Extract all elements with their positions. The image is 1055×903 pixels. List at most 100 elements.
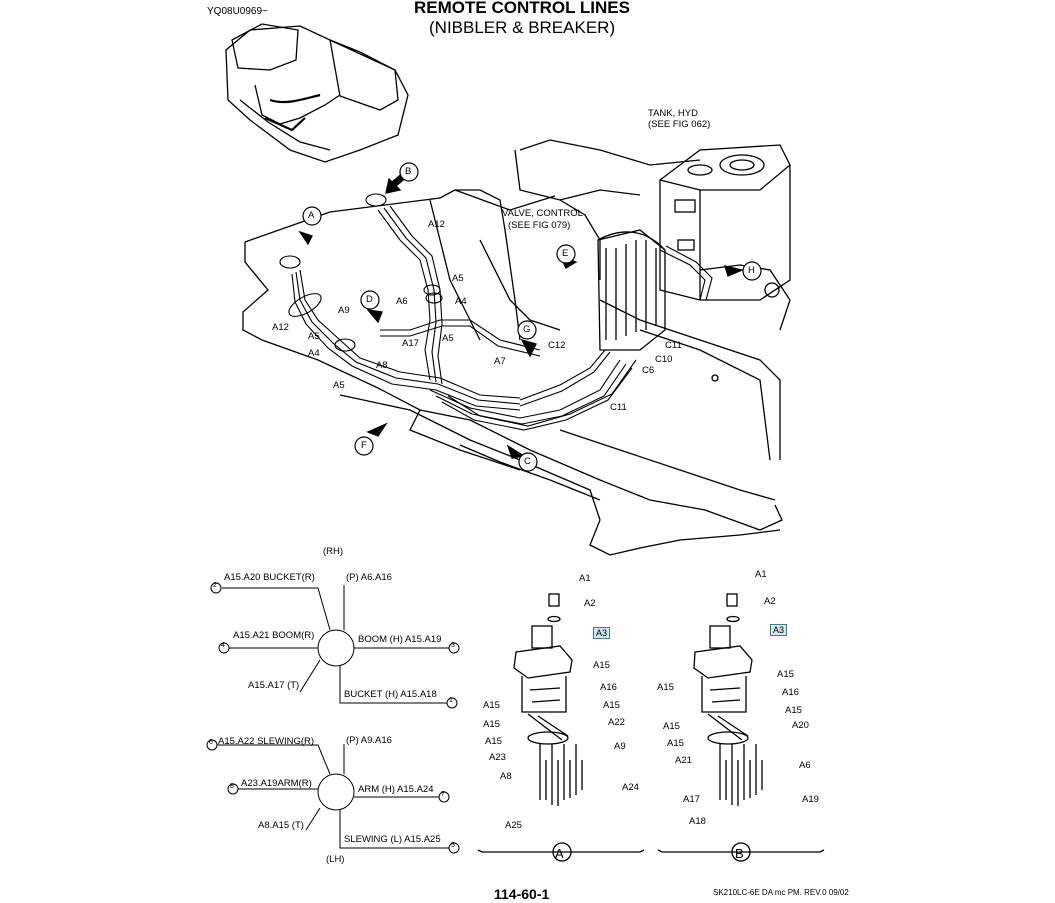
detail-a-label: A15 <box>593 660 610 671</box>
hydraulic-tank <box>659 144 791 382</box>
chassis-outline <box>242 139 791 556</box>
schematic-line-label: BUCKET (H) A15.A18 <box>344 689 437 700</box>
label-a8: A8 <box>376 360 388 371</box>
schematic-number: 8 <box>230 783 234 790</box>
schematic-line-label: BOOM (H) A15.A19 <box>358 634 442 645</box>
detail-b-label: A16 <box>782 687 799 698</box>
detail-a-label: A25 <box>505 820 522 831</box>
detail-a-label-highlight: A3 <box>593 627 611 639</box>
detail-a-label: A16 <box>600 682 617 693</box>
valve-callout-line2: (SEE FIG 079) <box>508 220 571 231</box>
label-a9: A9 <box>338 305 350 316</box>
detail-a-view-letter: A <box>555 846 564 861</box>
schematic-number-circles <box>206 582 460 854</box>
detail-a-label: A9 <box>614 741 626 752</box>
detail-a-label: A15 <box>483 700 500 711</box>
label-c11: C11 <box>610 402 627 413</box>
detail-b-label: A19 <box>802 794 819 805</box>
label-a17: A17 <box>402 338 419 349</box>
view-marker-c: C <box>524 456 531 467</box>
page-subtitle: (NIBBLER & BREAKER) <box>429 18 616 37</box>
schematic-line-label: A15.A21 BOOM(R) <box>233 630 315 641</box>
schematic-line-label: (P) A6.A16 <box>346 572 392 583</box>
schematic-number: 4 <box>221 642 225 649</box>
label-c6: C6 <box>642 365 655 376</box>
label-a6: A6 <box>396 296 408 307</box>
schematic-line-label: A23.A19ARM(R) <box>241 778 312 789</box>
view-marker-d: D <box>366 294 373 305</box>
schematic-number: 1 <box>449 697 453 704</box>
schematic-line-label: ARM (H) A15.A24 <box>358 784 434 795</box>
detail-b-label: A21 <box>675 755 692 766</box>
label-c12: C12 <box>548 340 566 351</box>
page-title: REMOTE CONTROL LINES <box>414 0 630 17</box>
hose-bundles <box>279 193 713 431</box>
schematic-rh-side-label: (RH) <box>323 546 344 557</box>
detail-b-view-letter: B <box>735 846 744 861</box>
schematic-line-label: (P) A9.A16 <box>346 735 392 746</box>
detail-b-label: A2 <box>764 596 776 607</box>
detail-b-label: A15 <box>667 738 684 749</box>
view-marker-h: H <box>748 265 755 276</box>
detail-b-label: A15 <box>785 705 802 716</box>
detail-b-label: A15 <box>657 682 674 693</box>
schematic-number: 3 <box>451 642 455 649</box>
detail-a-pilot-valve <box>477 593 645 862</box>
schematic-number: 6 <box>209 739 213 746</box>
schematic-lh-lines <box>215 744 450 849</box>
detail-b-label: A6 <box>799 760 811 771</box>
detail-b-label: A18 <box>689 816 706 827</box>
doc-id: YQ08U0969~ <box>207 6 268 17</box>
detail-b-label: A1 <box>755 569 767 580</box>
page-number: 114-60-1 <box>494 886 550 902</box>
schematic-number: 2 <box>213 582 217 589</box>
detail-b-pilot-valve <box>657 593 825 862</box>
view-marker-f: F <box>361 440 367 451</box>
tank-callout-line2: (SEE FIG 062) <box>648 119 711 130</box>
detail-b-label: A15 <box>777 669 794 680</box>
detail-a-label: A8 <box>500 771 512 782</box>
schematic-rh-lines <box>222 585 450 704</box>
tank-callout-line1: TANK, HYD <box>648 108 698 119</box>
detail-a-label: A22 <box>608 717 625 728</box>
detail-a-label: A1 <box>579 573 591 584</box>
view-marker-g: G <box>523 324 531 335</box>
label-a7: A7 <box>494 356 506 367</box>
schematic-number: 5 <box>451 842 455 849</box>
label-a4: A4 <box>308 348 320 359</box>
view-marker-circles <box>302 162 762 472</box>
detail-a-label: A15 <box>485 736 502 747</box>
document-reference: SK210LC-6E DA mc PM. REV.0 09/02 <box>713 888 849 897</box>
valve-callout-line1: VALVE, CONTROL <box>502 208 583 219</box>
control-valve-assembly <box>597 229 666 351</box>
schematic-line-label: SLEWING (L) A15.A25 <box>344 834 441 845</box>
detail-b-label: A17 <box>683 794 700 805</box>
label-a5: A5 <box>308 331 320 342</box>
label-a5: A5 <box>442 333 454 344</box>
view-marker-a: A <box>308 210 315 221</box>
detail-b-label: A15 <box>663 721 680 732</box>
schematic-line-label: A15.A22 SLEWING(R) <box>218 736 315 747</box>
label-a5: A5 <box>333 380 345 391</box>
label-a12: A12 <box>428 219 445 230</box>
schematic-line-label: A15.A17 (T) <box>248 680 300 691</box>
view-marker-e: E <box>562 248 569 259</box>
view-marker-b: B <box>405 166 412 177</box>
label-c11: C11 <box>665 340 682 351</box>
view-arrows <box>298 171 745 459</box>
detail-b-label: A20 <box>792 720 809 731</box>
schematic-number: 7 <box>441 791 445 798</box>
schematic-lh-side-label: (LH) <box>326 854 345 865</box>
detail-a-label: A15 <box>603 700 620 711</box>
schematic-line-label: A15.A20 BUCKET(R) <box>224 572 315 583</box>
label-c10: C10 <box>655 354 673 365</box>
detail-a-label: A23 <box>489 752 506 763</box>
detail-b-label-highlight: A3 <box>770 624 788 636</box>
detail-a-label: A15 <box>483 719 500 730</box>
label-a4: A4 <box>455 296 467 307</box>
schematic-line-label: A8.A15 (T) <box>258 820 304 831</box>
label-a12: A12 <box>272 322 289 333</box>
machine-overview-sketch <box>225 23 409 163</box>
label-a5: A5 <box>452 273 464 284</box>
